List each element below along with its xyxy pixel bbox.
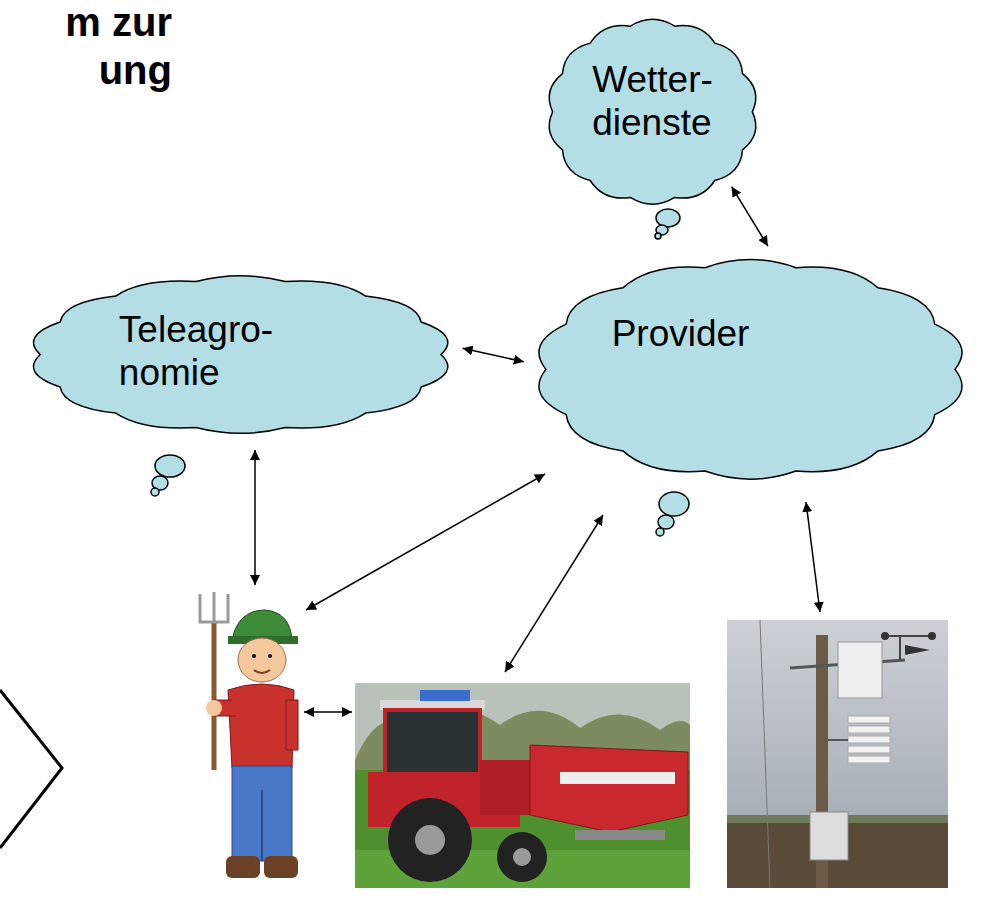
- weather-station-photo: [760, 620, 770, 888]
- thought-bubble: [658, 515, 674, 529]
- tractor-photo: [415, 825, 445, 855]
- cloud-text: Provider: [612, 313, 750, 356]
- weather-station-photo: [885, 635, 932, 637]
- cloud-node: Wetter- dienste: [539, 2, 766, 222]
- thought-bubble: [151, 488, 159, 496]
- weather-station-photo: [905, 645, 930, 655]
- cloud-label: Teleagro- nomie: [119, 309, 273, 394]
- weather-station-photo: [848, 716, 890, 723]
- thought-bubble: [656, 209, 680, 227]
- connector-arrow: [732, 187, 768, 246]
- tractor-photo: [513, 848, 531, 866]
- thought-bubble: [155, 455, 185, 477]
- farmer-figure: [261, 790, 263, 861]
- farmer-figure: [206, 700, 222, 716]
- link-arrow: [505, 515, 603, 672]
- farmer-figure: [252, 654, 256, 658]
- cloud-shape: [13, 261, 468, 448]
- farmer-figure: [212, 622, 217, 770]
- cloud-label: Wetter- dienste: [592, 59, 713, 144]
- weather-station-photo: [881, 632, 889, 640]
- weather-station-photo: [848, 746, 890, 753]
- cloud-shape: [518, 239, 983, 500]
- tractor-photo: [388, 798, 472, 882]
- chevron: [0, 690, 62, 848]
- tractor-photo: [560, 772, 675, 784]
- cloud-text: Wetter- dienste: [592, 59, 713, 144]
- farmer-figure: [200, 592, 298, 878]
- tractor-photo: [385, 710, 480, 775]
- weather-station-photo: [848, 736, 890, 743]
- tractor-photo: [355, 683, 690, 888]
- farmer-figure: [228, 684, 294, 768]
- thought-bubble: [656, 528, 664, 536]
- link-arrow: [255, 450, 820, 712]
- cloud-label: Provider: [612, 313, 750, 356]
- link-arrow: [306, 474, 545, 610]
- thought-bubble: [655, 233, 661, 239]
- weather-station-photo: [838, 642, 882, 698]
- weather-station-photo: [899, 635, 901, 660]
- weather-station-photo: [848, 726, 890, 733]
- tractor-photo: [530, 745, 688, 832]
- cloud-node: Teleagro- nomie: [13, 261, 468, 448]
- tractor-photo: [497, 832, 547, 882]
- cloud-text: Teleagro- nomie: [119, 309, 273, 394]
- tractor-photo: [480, 760, 530, 815]
- cloud-outline: [549, 19, 756, 204]
- farmer-figure: [264, 856, 298, 878]
- weather-station-photo: [928, 632, 936, 640]
- chevron: [0, 690, 62, 848]
- farmer-figure: [200, 592, 228, 622]
- farmer-figure: [238, 638, 286, 682]
- weather-station-photo: [810, 812, 848, 860]
- thought-bubble: [659, 492, 689, 516]
- weather-station-photo: [727, 620, 948, 888]
- link-arrow: [254, 450, 256, 585]
- cloud-outline: [34, 276, 448, 434]
- tractor-photo: [420, 690, 470, 701]
- farmer-figure: [226, 856, 260, 878]
- cloud-outline: [539, 259, 962, 479]
- link-arrow: [806, 502, 820, 612]
- link-arrow: [304, 711, 352, 713]
- farmer-figure: [286, 700, 298, 750]
- farmer-figure: [232, 610, 292, 640]
- weather-station-photo: [727, 620, 948, 888]
- connector-arrow: [463, 348, 524, 361]
- farmer-figure: [232, 766, 292, 861]
- title: m zur ung: [0, 0, 172, 94]
- tractor-photo: [575, 830, 665, 840]
- weather-station-photo: [828, 739, 848, 741]
- weather-station-photo: [848, 756, 890, 763]
- farmer-figure: [254, 670, 270, 673]
- tractor-photo: [355, 683, 690, 888]
- cloud-node: Provider: [518, 239, 983, 500]
- farmer-figure: [268, 654, 272, 658]
